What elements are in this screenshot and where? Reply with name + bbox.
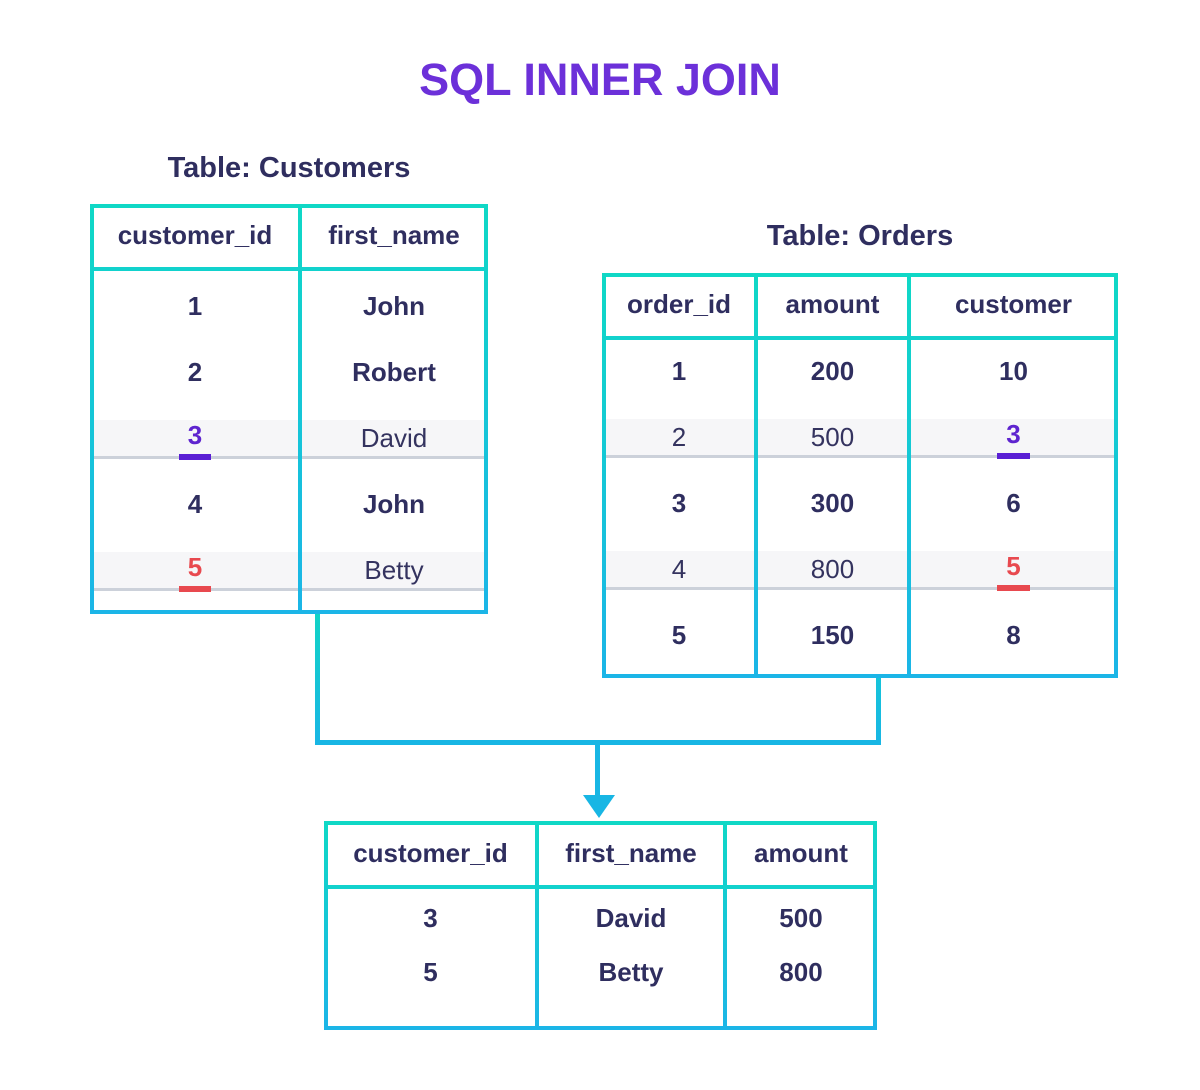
data-cell: 150 <box>810 619 855 650</box>
table-row: 3 David 500 <box>324 891 877 945</box>
header-cell: customer <box>954 289 1073 319</box>
table-row: 3 300 6 <box>602 470 1118 536</box>
data-cell: John <box>362 488 426 519</box>
orders-header-row: order_id amount customer <box>602 273 1118 336</box>
table-row-matched: 4 800 5 <box>602 536 1118 602</box>
data-cell: 1 <box>187 290 203 321</box>
data-cell: 3 <box>909 404 1118 470</box>
data-cell: 800 <box>779 956 823 987</box>
table-row: 1 200 10 <box>602 338 1118 404</box>
customers-table: customer_id first_name 1 John 2 Robert 3… <box>90 204 488 614</box>
data-cell: 5 <box>90 537 300 603</box>
data-cell: 3 <box>90 405 300 471</box>
connector-horizontal <box>315 740 881 745</box>
table-row-matched: 3 David <box>90 405 488 471</box>
table-row: 4 John <box>90 471 488 537</box>
data-cell: 3 <box>423 902 438 933</box>
data-cell: 300 <box>810 487 855 518</box>
data-cell: 10 <box>999 355 1028 386</box>
arrow-down-icon <box>583 795 615 818</box>
data-cell: 500 <box>779 902 823 933</box>
data-cell: 2 <box>187 356 203 387</box>
data-cell: 6 <box>1006 487 1021 518</box>
data-cell: 2 <box>671 421 687 452</box>
header-cell: amount <box>785 289 880 319</box>
data-cell: 8 <box>1006 619 1021 650</box>
connector-customers-drop <box>315 611 320 743</box>
data-cell: Betty <box>598 956 664 987</box>
data-cell: 5 <box>423 956 438 987</box>
header-cell: order_id <box>626 289 732 319</box>
table-row: 5 Betty 800 <box>324 945 877 999</box>
data-cell: 4 <box>187 488 203 519</box>
header-separator <box>324 885 877 889</box>
header-cell: first_name <box>565 837 697 868</box>
table-row: 2 Robert <box>90 339 488 405</box>
data-cell: 200 <box>810 355 855 386</box>
data-cell: 3 <box>671 487 687 518</box>
table-row-matched: 2 500 3 <box>602 404 1118 470</box>
data-cell: Robert <box>352 356 436 387</box>
table-row-matched: 5 Betty <box>90 537 488 603</box>
join-key-value: 5 <box>178 554 212 592</box>
data-cell: 4 <box>671 553 687 584</box>
data-cell: John <box>362 290 426 321</box>
header-cell: customer_id <box>117 220 273 250</box>
header-cell: amount <box>754 837 848 868</box>
table-row: 5 150 8 <box>602 602 1118 668</box>
table-row: 1 John <box>90 273 488 339</box>
orders-table-label: Table: Orders <box>766 220 954 252</box>
data-cell: 800 <box>810 553 855 584</box>
data-cell: 500 <box>810 421 855 452</box>
header-cell: customer_id <box>353 837 508 868</box>
data-cell: Betty <box>364 554 424 585</box>
customers-table-label: Table: Customers <box>167 152 411 184</box>
customers-header-row: customer_id first_name <box>90 204 488 267</box>
data-cell: 5 <box>671 619 687 650</box>
connector-orders-drop <box>876 677 881 743</box>
data-cell: 5 <box>909 536 1118 602</box>
data-cell: David <box>360 422 428 453</box>
join-key-value: 3 <box>997 421 1030 459</box>
header-cell: first_name <box>328 220 460 250</box>
join-arrow-shaft <box>595 744 600 796</box>
result-table: customer_id first_name amount 3 David 50… <box>324 821 877 1030</box>
header-separator <box>90 267 488 271</box>
data-cell: David <box>595 902 667 933</box>
page-title: SQL INNER JOIN <box>419 54 781 105</box>
result-header-row: customer_id first_name amount <box>324 821 877 885</box>
orders-table: order_id amount customer 1 200 10 2 500 … <box>602 273 1118 678</box>
data-cell: 1 <box>671 355 687 386</box>
join-key-value: 3 <box>178 422 212 460</box>
join-key-value: 5 <box>997 553 1030 591</box>
